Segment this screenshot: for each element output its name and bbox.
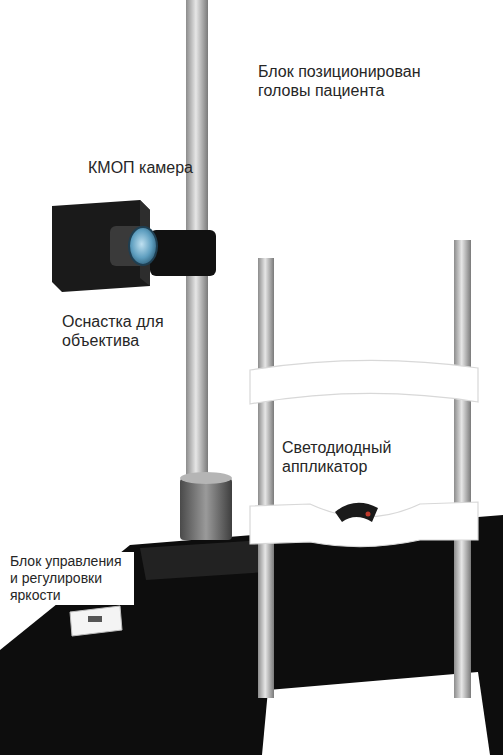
- lens: [129, 227, 157, 265]
- head-rod-right: [454, 240, 471, 698]
- column-base: [180, 478, 232, 540]
- base-plate: [0, 515, 503, 755]
- head-unit-label: Блок позиционирован головы пациента: [258, 62, 463, 100]
- control-box: [70, 606, 122, 636]
- head-rest-band: [250, 360, 478, 404]
- column-base-top: [180, 472, 232, 484]
- led-dot: [366, 512, 371, 517]
- led-applicator: [335, 503, 378, 522]
- led-applicator-label: Светодиодный аппликатор: [282, 438, 417, 476]
- chin-rest-band: [250, 502, 478, 547]
- camera-clamp: [150, 230, 216, 276]
- camera-label: КМОП камера: [88, 158, 193, 177]
- control-port: [88, 616, 102, 622]
- column-foot: [140, 540, 266, 580]
- control-unit-label: Блок управления и регулировки яркости: [8, 552, 134, 605]
- lens-mount-label: Оснастка для объектива: [62, 312, 192, 350]
- head-rod-left: [258, 258, 274, 698]
